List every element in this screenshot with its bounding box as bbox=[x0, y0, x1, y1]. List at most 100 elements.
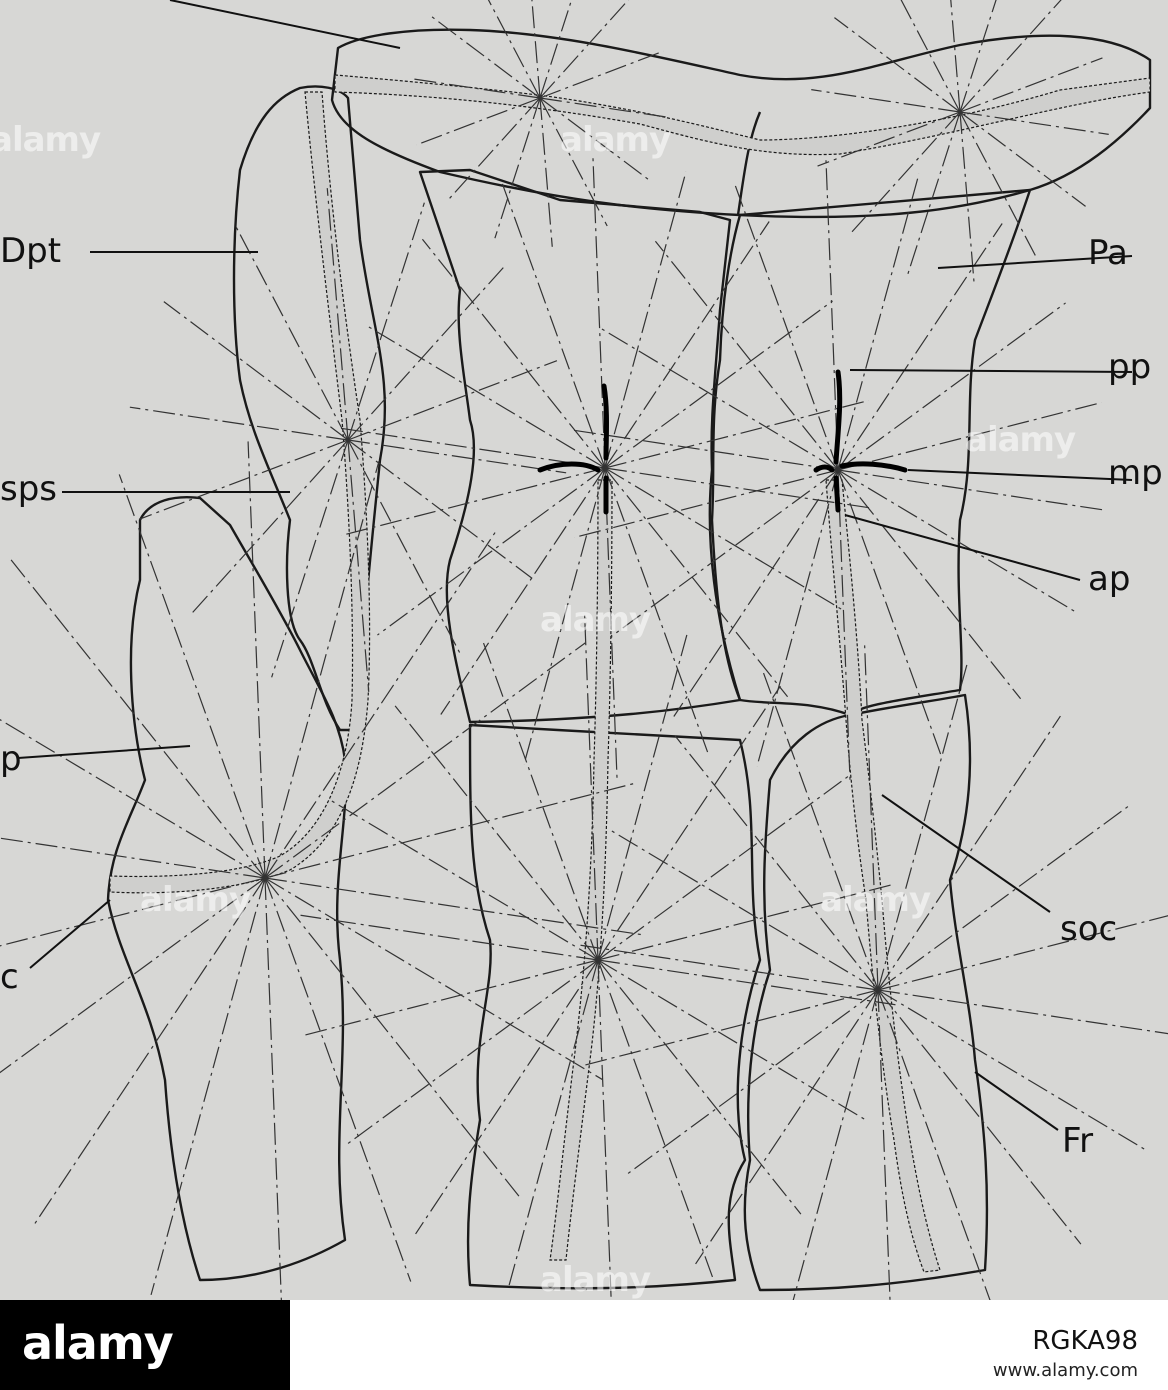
radiation-line bbox=[421, 238, 606, 469]
radiation-line bbox=[597, 959, 896, 1006]
pit-anterior-right bbox=[833, 475, 841, 513]
radiation-line bbox=[837, 302, 1066, 471]
brand-logo[interactable]: alamy bbox=[0, 1300, 290, 1390]
radiation-line bbox=[539, 97, 669, 118]
radiation-line bbox=[877, 989, 991, 1300]
radiation-line bbox=[864, 645, 879, 991]
radiation-line bbox=[347, 439, 370, 692]
radiation-line bbox=[487, 0, 541, 99]
radiation-line bbox=[347, 360, 558, 441]
radiation-line bbox=[756, 469, 839, 767]
radiation-line bbox=[0, 837, 266, 879]
canal-left-infraorbital bbox=[109, 91, 371, 894]
leader-mp bbox=[907, 469, 1133, 481]
radiation-line bbox=[189, 439, 349, 617]
canal-supraorbital-left bbox=[549, 479, 613, 1261]
radiation-line bbox=[604, 399, 869, 469]
radiation-line bbox=[580, 944, 879, 991]
radiation-line bbox=[959, 111, 1086, 207]
radiation-line bbox=[834, 17, 961, 113]
pit-posterior-left bbox=[601, 383, 609, 461]
radiation-line bbox=[597, 884, 891, 961]
radiation-line bbox=[539, 0, 630, 99]
radiation-line bbox=[264, 782, 637, 879]
radiation-line bbox=[597, 959, 802, 1215]
radiation-line bbox=[610, 469, 839, 638]
plate-frontal-right bbox=[743, 693, 989, 1292]
radiation-line bbox=[604, 300, 833, 469]
radiation-line bbox=[344, 959, 599, 1147]
radiation-line bbox=[264, 877, 642, 936]
radiation-line bbox=[673, 469, 839, 717]
plate-postparietal bbox=[330, 28, 1152, 219]
radiation-line bbox=[592, 157, 606, 469]
radiation-line bbox=[811, 89, 961, 113]
radiation-line bbox=[877, 915, 1168, 991]
plate-left-lower bbox=[106, 496, 347, 1282]
pit-posterior-right bbox=[833, 369, 843, 465]
leader-soc bbox=[881, 794, 1051, 913]
radiation-lines bbox=[0, 0, 1168, 1300]
plate-dermopterotic bbox=[232, 85, 387, 732]
radiation-line bbox=[271, 439, 349, 678]
site-url[interactable]: www.alamy.com bbox=[992, 1360, 1138, 1381]
radiation-line bbox=[163, 301, 349, 441]
radiation-line bbox=[792, 989, 879, 1300]
radiation-line bbox=[305, 959, 599, 1036]
radiation-line bbox=[539, 97, 650, 181]
radiation-line bbox=[377, 467, 606, 636]
radiation-line bbox=[138, 439, 349, 520]
radiation-line bbox=[347, 439, 567, 474]
leader-pa bbox=[937, 255, 1133, 269]
radiation-line bbox=[598, 326, 839, 471]
skull-roof-diagram: Dpt Pa pp mp sps ap p soc c Fr alamy ala… bbox=[0, 0, 1168, 1300]
canal-supraorbital-right bbox=[825, 479, 941, 1273]
radiation-line bbox=[539, 97, 553, 247]
watermark: alamy bbox=[140, 880, 251, 920]
radiation-line bbox=[959, 111, 1039, 260]
radiation-line bbox=[523, 467, 606, 765]
radiation-line bbox=[837, 223, 1003, 471]
radiation-line bbox=[585, 989, 879, 1066]
leader-fr bbox=[974, 1071, 1059, 1131]
radiation-line bbox=[482, 641, 599, 961]
radiation-line bbox=[733, 183, 839, 471]
watermark: alamy bbox=[820, 880, 931, 920]
radiation-line bbox=[654, 240, 839, 471]
radiation-line bbox=[264, 877, 603, 1080]
radiation-line bbox=[597, 959, 612, 1300]
label-p: p bbox=[0, 739, 22, 779]
radiation-line bbox=[574, 469, 839, 539]
plate-outlines bbox=[106, 28, 1152, 1292]
radiation-line bbox=[129, 406, 349, 441]
label-dpt: Dpt bbox=[0, 231, 61, 271]
label-sps: sps bbox=[0, 469, 57, 509]
radiation-line bbox=[584, 615, 599, 961]
watermark: alamy bbox=[560, 120, 671, 160]
radiation-line bbox=[264, 877, 523, 1201]
diagram-svg: Dpt Pa pp mp sps ap p soc c Fr bbox=[0, 0, 1168, 1300]
radiation-line bbox=[597, 773, 852, 961]
canal-posterior-pitline bbox=[334, 74, 1151, 156]
label-mp: mp bbox=[1108, 453, 1163, 493]
radiation-line bbox=[837, 469, 1078, 614]
radiation-line bbox=[416, 97, 541, 146]
plate-frontal-left bbox=[466, 723, 762, 1290]
sensory-canals bbox=[109, 74, 1151, 1273]
radiation-line bbox=[446, 97, 541, 203]
radiation-line bbox=[411, 78, 541, 99]
radiation-line bbox=[118, 474, 266, 879]
plate-parietal-left bbox=[418, 168, 742, 724]
radiation-line bbox=[531, 0, 541, 99]
radiation-line bbox=[825, 159, 839, 471]
radiation-line bbox=[597, 685, 781, 961]
radiation-line bbox=[500, 181, 606, 469]
radiation-line bbox=[264, 877, 412, 1282]
radiation-line bbox=[837, 469, 851, 781]
radiation-line bbox=[695, 989, 879, 1265]
radiation-line bbox=[762, 671, 879, 991]
radiation-line bbox=[959, 0, 997, 113]
radiation-line bbox=[900, 0, 961, 113]
radiation-line bbox=[877, 803, 1132, 991]
radiation-line bbox=[494, 97, 541, 239]
